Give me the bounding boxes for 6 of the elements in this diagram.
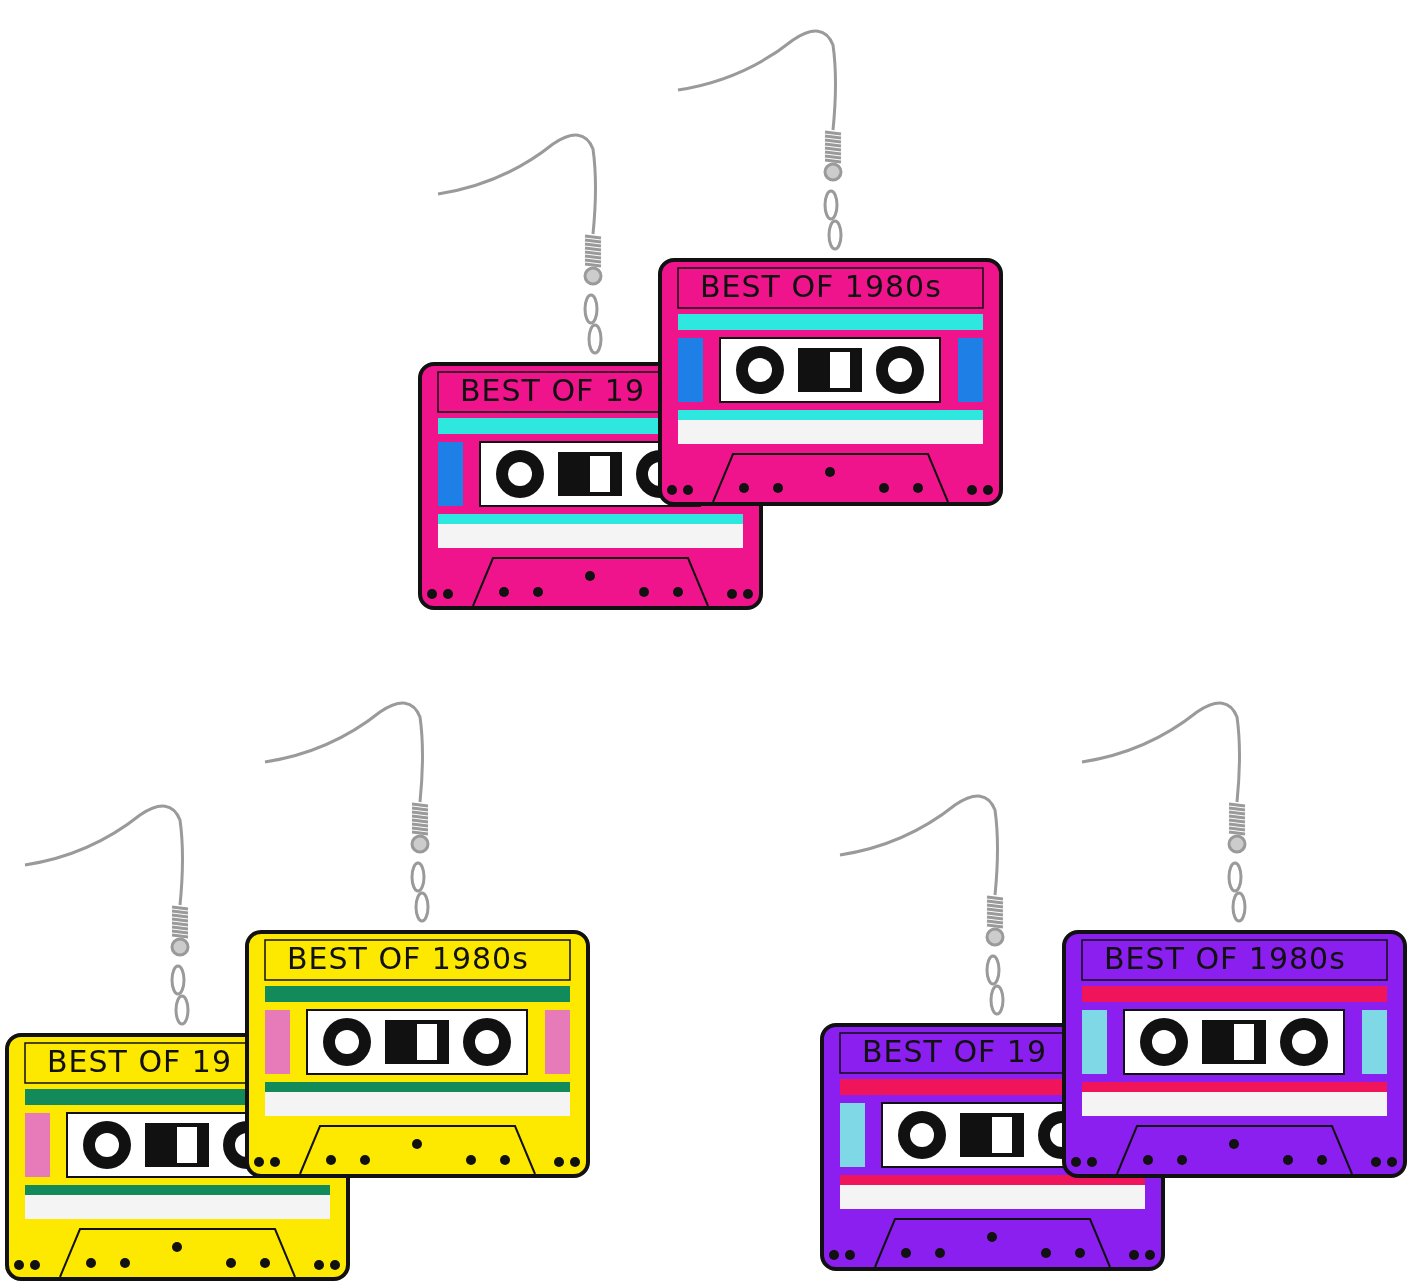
label-text: BEST OF 19 (460, 374, 646, 408)
label-text: BEST OF 1980s (287, 942, 529, 976)
label-text: BEST OF 1980s (700, 270, 942, 304)
label-text: BEST OF 19 (862, 1035, 1048, 1069)
label-text: BEST OF 1980s (1104, 942, 1346, 976)
label-text: BEST OF 19 (47, 1045, 233, 1079)
